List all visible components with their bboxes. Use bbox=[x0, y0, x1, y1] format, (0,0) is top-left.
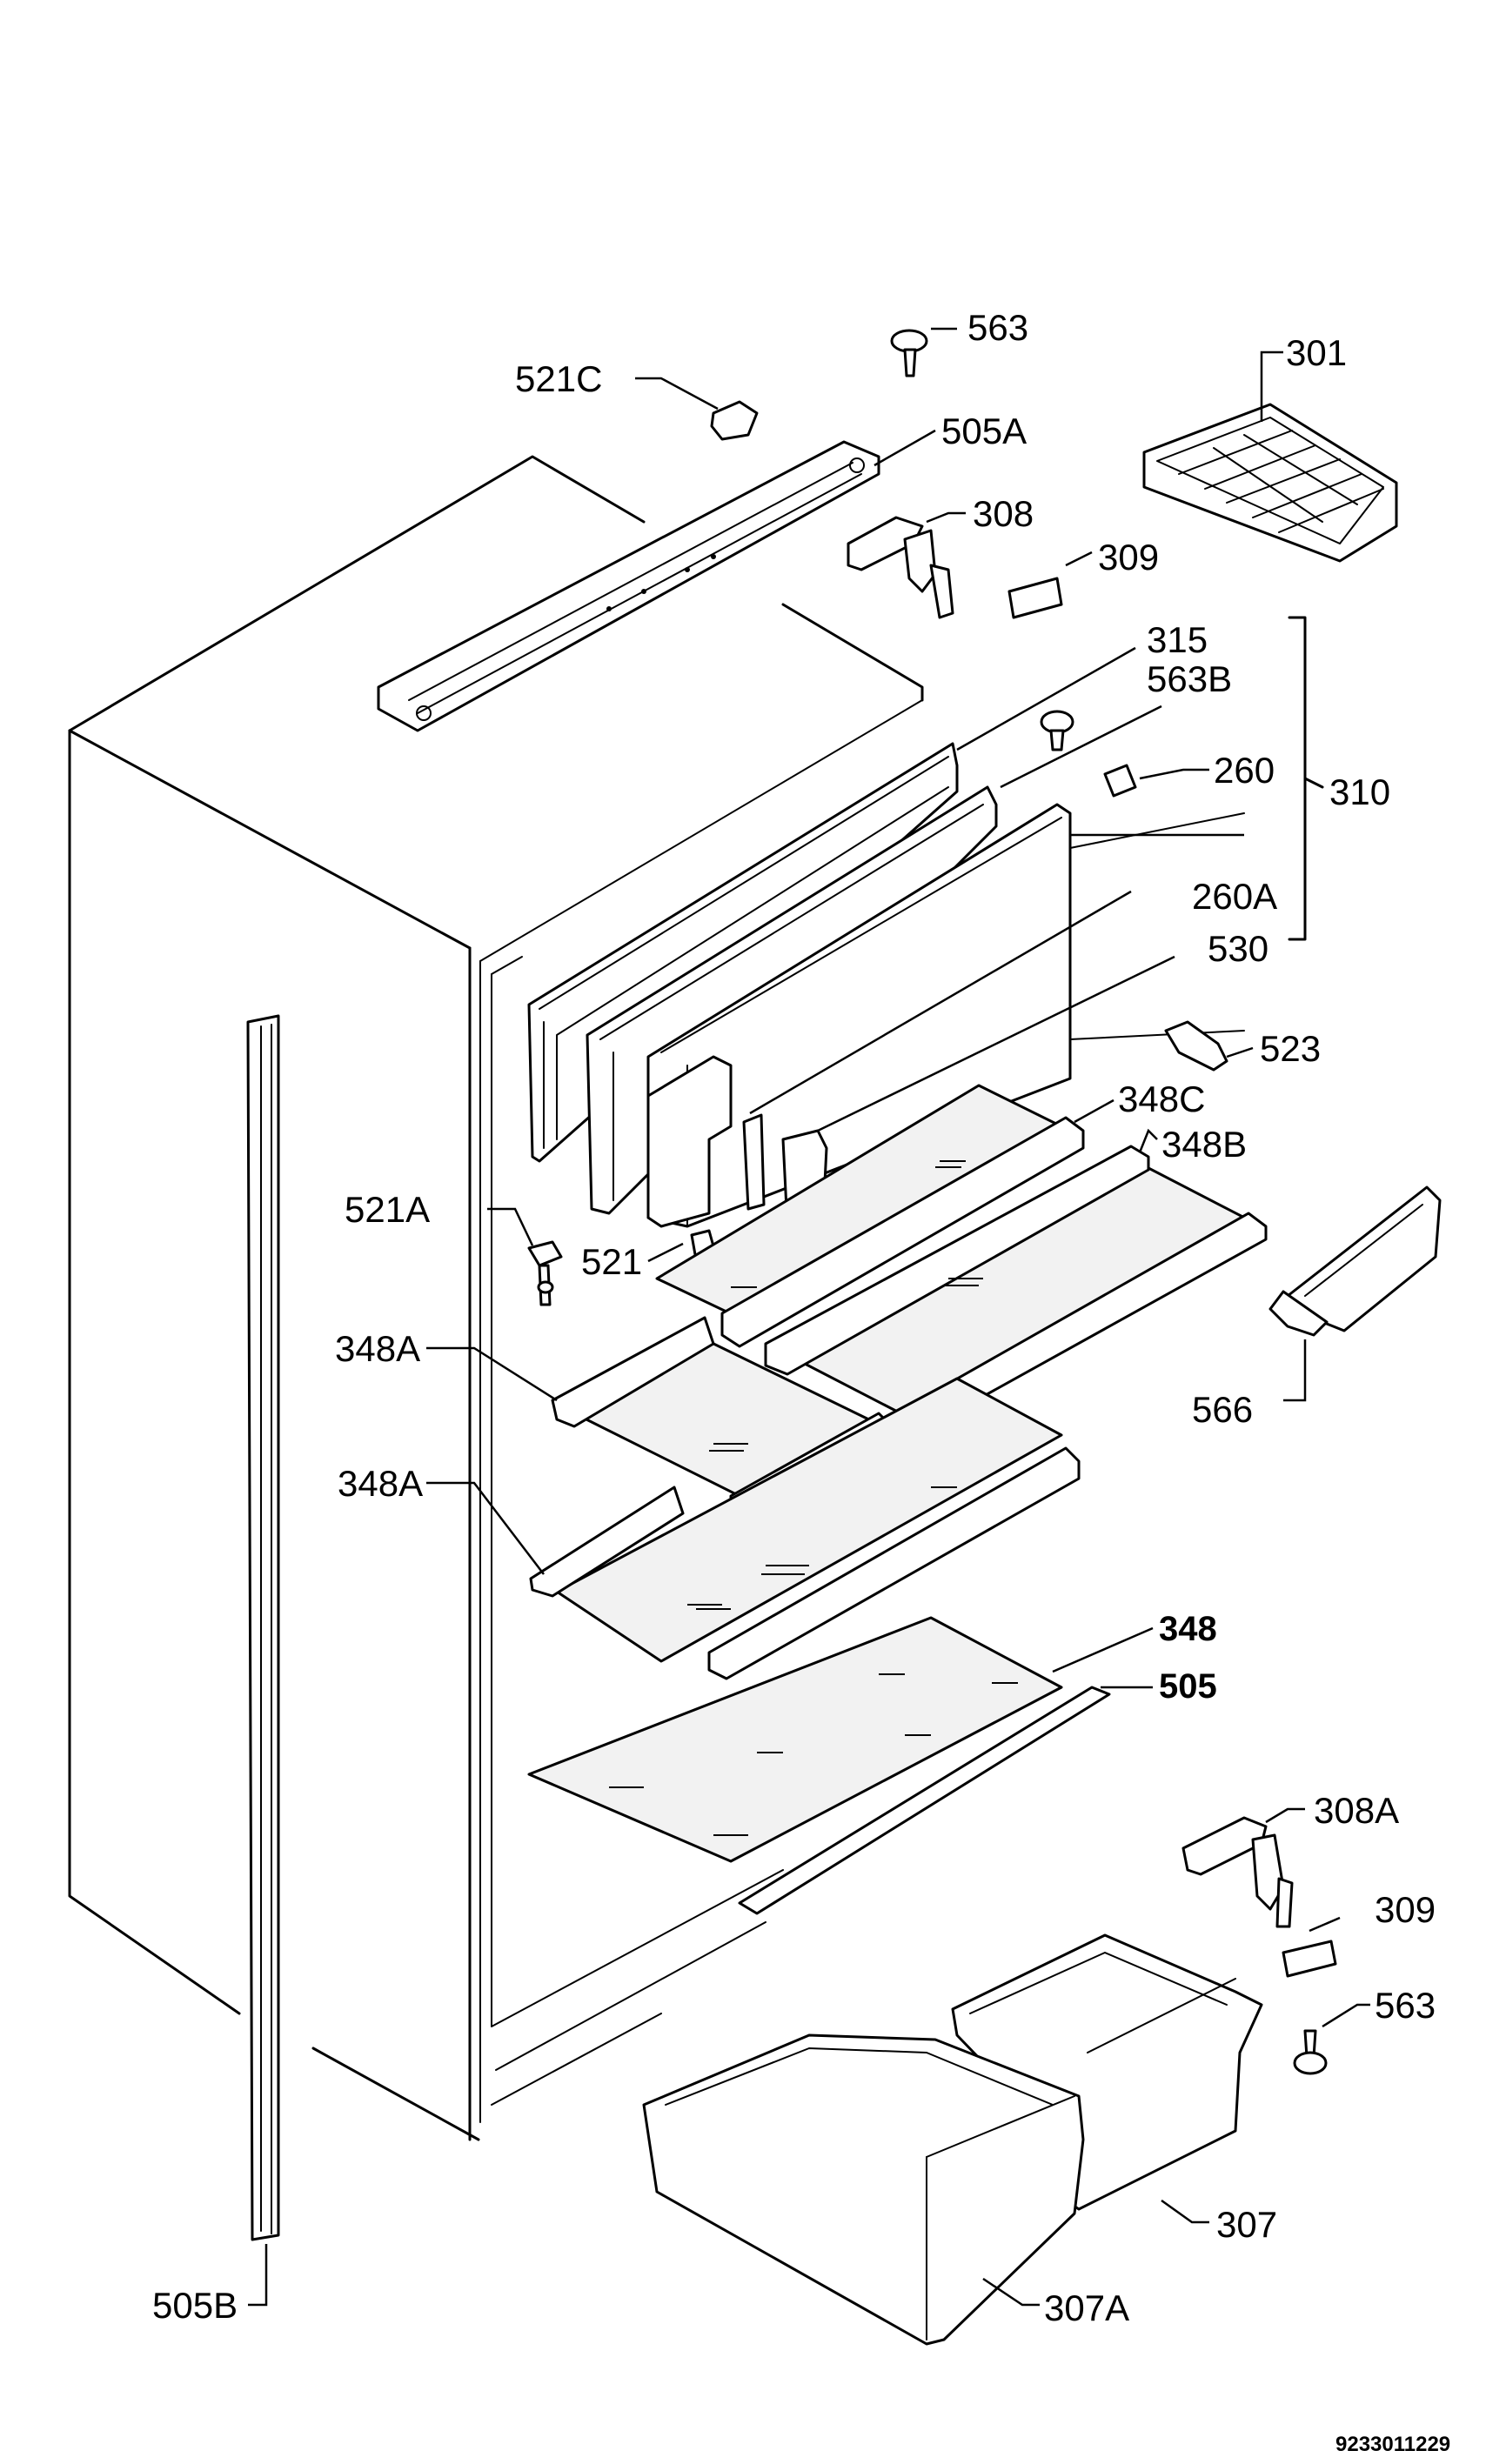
seal-strip-505 bbox=[738, 1686, 1153, 1915]
label-505: 505 bbox=[1159, 1667, 1217, 1706]
shelf-348b bbox=[764, 1128, 1268, 1437]
door-seal-strip-505b bbox=[246, 1014, 280, 2307]
glass-shelf-348 bbox=[527, 1616, 1154, 1863]
cap-521c bbox=[635, 377, 759, 441]
label-348: 348 bbox=[1159, 1610, 1217, 1648]
label-505b: 505B bbox=[152, 2285, 238, 2326]
label-309-bottom: 309 bbox=[1375, 1889, 1436, 1930]
label-521c: 521C bbox=[515, 358, 602, 399]
label-563-bottom: 563 bbox=[1375, 1985, 1436, 2026]
screw-563-top bbox=[890, 327, 957, 377]
hinge-308a bbox=[1181, 1807, 1305, 1928]
screw-563-bottom bbox=[1293, 2003, 1370, 2075]
label-523: 523 bbox=[1260, 1028, 1321, 1069]
label-308a: 308A bbox=[1314, 1790, 1399, 1831]
label-348a-upper: 348A bbox=[335, 1328, 420, 1369]
label-309-bottom bbox=[1282, 1916, 1341, 1978]
label-348b: 348B bbox=[1161, 1124, 1247, 1165]
label-310: 310 bbox=[1329, 771, 1390, 812]
label-563-top: 563 bbox=[967, 307, 1028, 348]
top-bracket-505a bbox=[377, 429, 936, 732]
document-number: 9233011229 bbox=[1335, 2433, 1450, 2456]
shelf-348c bbox=[655, 1084, 1114, 1348]
part-labels: 563 301 521C 505A 308 309 315 563B 260 3… bbox=[152, 307, 1450, 2456]
label-521a: 521A bbox=[345, 1189, 430, 1230]
refrigerator-cabinet bbox=[68, 455, 924, 2141]
label-307a: 307A bbox=[1044, 2287, 1129, 2328]
hinge-308 bbox=[847, 511, 966, 619]
label-348c: 348C bbox=[1118, 1078, 1205, 1119]
label-563b: 563B bbox=[1147, 658, 1232, 699]
scraper-566 bbox=[1268, 1185, 1442, 1402]
label-521: 521 bbox=[581, 1241, 642, 1282]
label-309-top bbox=[1007, 551, 1093, 619]
label-530: 530 bbox=[1208, 928, 1268, 969]
screw-563b bbox=[1040, 710, 1074, 751]
label-260: 260 bbox=[1214, 750, 1275, 791]
label-566: 566 bbox=[1192, 1389, 1253, 1430]
shelf-348a-lower bbox=[426, 1377, 1081, 1680]
label-307: 307 bbox=[1216, 2204, 1277, 2245]
label-260a: 260A bbox=[1192, 876, 1277, 917]
bracket-310 bbox=[1288, 616, 1324, 941]
clip-260 bbox=[1103, 764, 1209, 798]
parts-521 bbox=[487, 1207, 717, 1306]
crisper-307a bbox=[642, 2033, 1085, 2346]
label-308: 308 bbox=[973, 493, 1034, 534]
label-309-top: 309 bbox=[1098, 537, 1159, 578]
label-505a: 505A bbox=[941, 411, 1027, 451]
ice-tray-301 bbox=[1142, 351, 1398, 563]
part-523 bbox=[1164, 1020, 1254, 1072]
label-348a-lower: 348A bbox=[338, 1463, 423, 1504]
label-315: 315 bbox=[1147, 619, 1208, 660]
label-301: 301 bbox=[1286, 332, 1347, 373]
